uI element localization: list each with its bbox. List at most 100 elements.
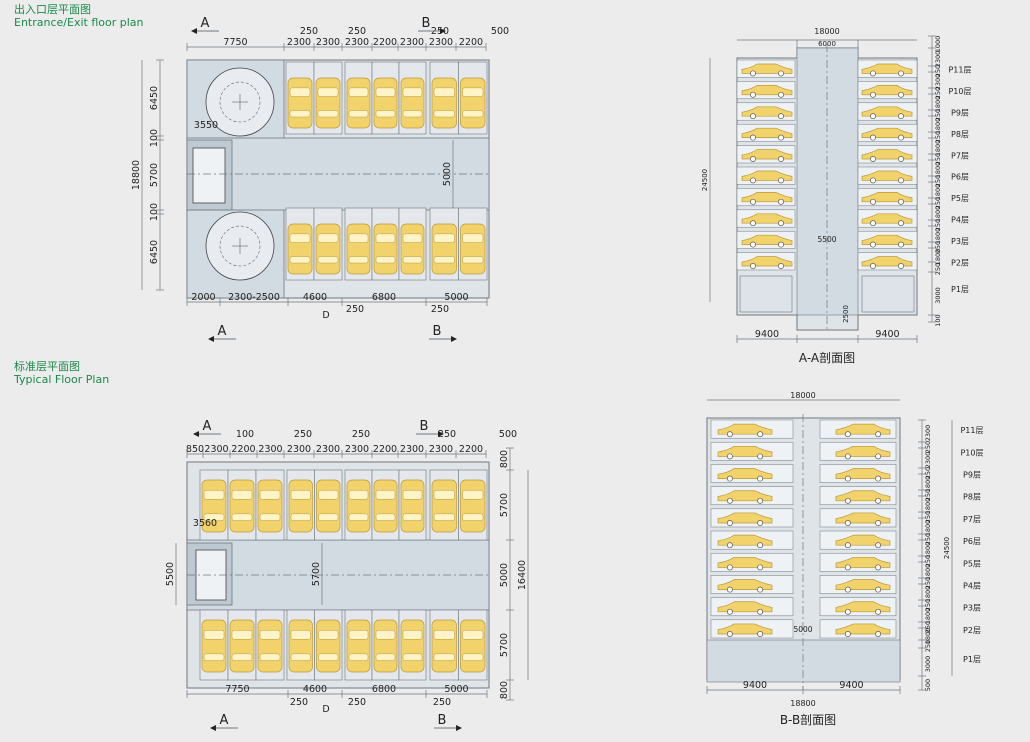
car-windshield <box>402 87 423 97</box>
plan1-lift-car <box>192 147 226 204</box>
plan1-car <box>431 77 457 129</box>
sectionB-floor-label: P5层 <box>963 559 981 568</box>
plan1-dim-bottom-label: 2000 <box>191 292 215 303</box>
car-wheel <box>750 134 756 141</box>
sectionB-floor-label: P9层 <box>963 471 981 480</box>
car-wheel <box>778 198 784 205</box>
car-windshield <box>375 87 396 97</box>
sectionA-dim-bottom-label: 9400 <box>755 329 779 340</box>
sectionB-dim-right-label: 250 <box>924 640 932 652</box>
plan1-dim-left-total-label: 18800 <box>131 160 142 190</box>
car-windshield <box>433 490 455 500</box>
car-body <box>431 223 457 275</box>
car-wheel <box>870 70 876 77</box>
car-wheel <box>726 542 733 549</box>
plan2-car <box>201 619 227 673</box>
car-profile <box>835 490 891 502</box>
sectionB-dim-right-label: 250 <box>924 555 932 567</box>
plan2-dim-top-label: 2300 <box>287 444 311 455</box>
car-rear-window <box>433 110 455 118</box>
car-wheel <box>750 113 756 120</box>
car-wheel <box>726 631 733 637</box>
sectionA-shaft <box>796 47 859 316</box>
car-body <box>316 479 341 533</box>
car-wheel <box>844 631 851 637</box>
car-wheel <box>726 497 733 504</box>
car-windshield <box>402 630 423 640</box>
sectionA-dim-right-label: 1000 <box>934 36 942 53</box>
car-windshield <box>231 490 253 500</box>
car-wheel <box>844 608 851 615</box>
car-windshield <box>402 490 423 500</box>
car-wheel <box>778 263 784 269</box>
car-wheel <box>757 475 764 482</box>
car-windshield <box>462 630 484 640</box>
car-profile <box>835 445 891 457</box>
sectionB-car-right <box>835 445 891 460</box>
car-profile <box>835 579 891 590</box>
plan2-marker-a-arrow <box>210 725 216 731</box>
car-body <box>346 479 371 533</box>
car-wheel <box>726 453 733 460</box>
car-windshield <box>462 233 484 243</box>
sectionB-car-left <box>717 445 773 460</box>
sectionB-entry-floor <box>706 639 901 683</box>
sectionB-dim-bottom-label: 9400 <box>839 680 863 691</box>
sectionA-floor-label: P2层 <box>951 258 969 267</box>
plan1-dim-left-label: 6450 <box>149 86 160 110</box>
plan1-dim-top-label: 2200 <box>459 37 483 48</box>
car-rear-window <box>348 110 369 118</box>
plan1-dim-top-label: 2300 <box>429 37 453 48</box>
car-rear-window <box>203 513 225 521</box>
car-windshield <box>348 233 369 243</box>
plan2-dim-bottom-gap: 250 <box>348 697 366 708</box>
car-windshield <box>462 490 484 500</box>
plan1-dim-left-label: 100 <box>149 203 160 221</box>
plan1-dim-top-label: 2200 <box>373 37 397 48</box>
car-profile <box>835 468 891 479</box>
plan2-dim-inner: 3560 <box>193 518 217 529</box>
plan2-dim-top-label: 2200 <box>231 444 255 455</box>
plan2-dim-right-label: 5000 <box>499 563 510 587</box>
plan2-car <box>316 619 341 673</box>
sectionB-floor-label: P4层 <box>963 582 981 591</box>
sectionA-car-left <box>741 149 793 162</box>
plan2-dim-bottom-label: 5000 <box>444 684 468 695</box>
car-body <box>431 619 457 673</box>
car-rear-window <box>375 110 396 118</box>
plan2-marker-b: B <box>420 419 429 434</box>
sectionB-car-left <box>717 623 773 637</box>
car-profile <box>835 601 891 613</box>
car-wheel <box>898 113 904 120</box>
car-windshield <box>203 630 225 640</box>
car-rear-window <box>433 256 455 264</box>
plan1-dim-bottom-gap: 250 <box>346 304 364 315</box>
plan2-dim-top-label: 850 <box>186 444 204 455</box>
plan2-marker-b-arrow <box>456 725 462 731</box>
car-wheel <box>898 241 904 248</box>
car-profile <box>717 623 773 635</box>
sectionA-dim-right-label: 250 <box>934 241 942 253</box>
typical-title-cn: 标准层平面图 <box>14 360 80 373</box>
sectionB-car-left <box>717 512 773 526</box>
car-windshield <box>259 630 281 640</box>
car-wheel <box>875 431 882 438</box>
sectionB-floor-label: P7层 <box>963 515 981 524</box>
car-rear-window <box>259 513 281 521</box>
sectionA-car-right <box>861 127 913 141</box>
plan2-car <box>373 479 398 533</box>
plan1-dim-top-label: 2300 <box>400 37 424 48</box>
car-wheel <box>898 70 904 77</box>
car-rear-window <box>348 513 369 521</box>
sectionB-car-right <box>835 579 891 593</box>
car-windshield <box>203 490 225 500</box>
plan2-dim-right-label: 5700 <box>499 633 510 657</box>
car-wheel <box>757 586 764 593</box>
car-wheel <box>870 220 876 227</box>
car-rear-window <box>433 653 455 661</box>
car-wheel <box>870 113 876 120</box>
car-body <box>373 223 398 275</box>
plan1-dim-bottom-label: 2300-2500 <box>228 292 280 303</box>
car-wheel <box>778 134 784 141</box>
